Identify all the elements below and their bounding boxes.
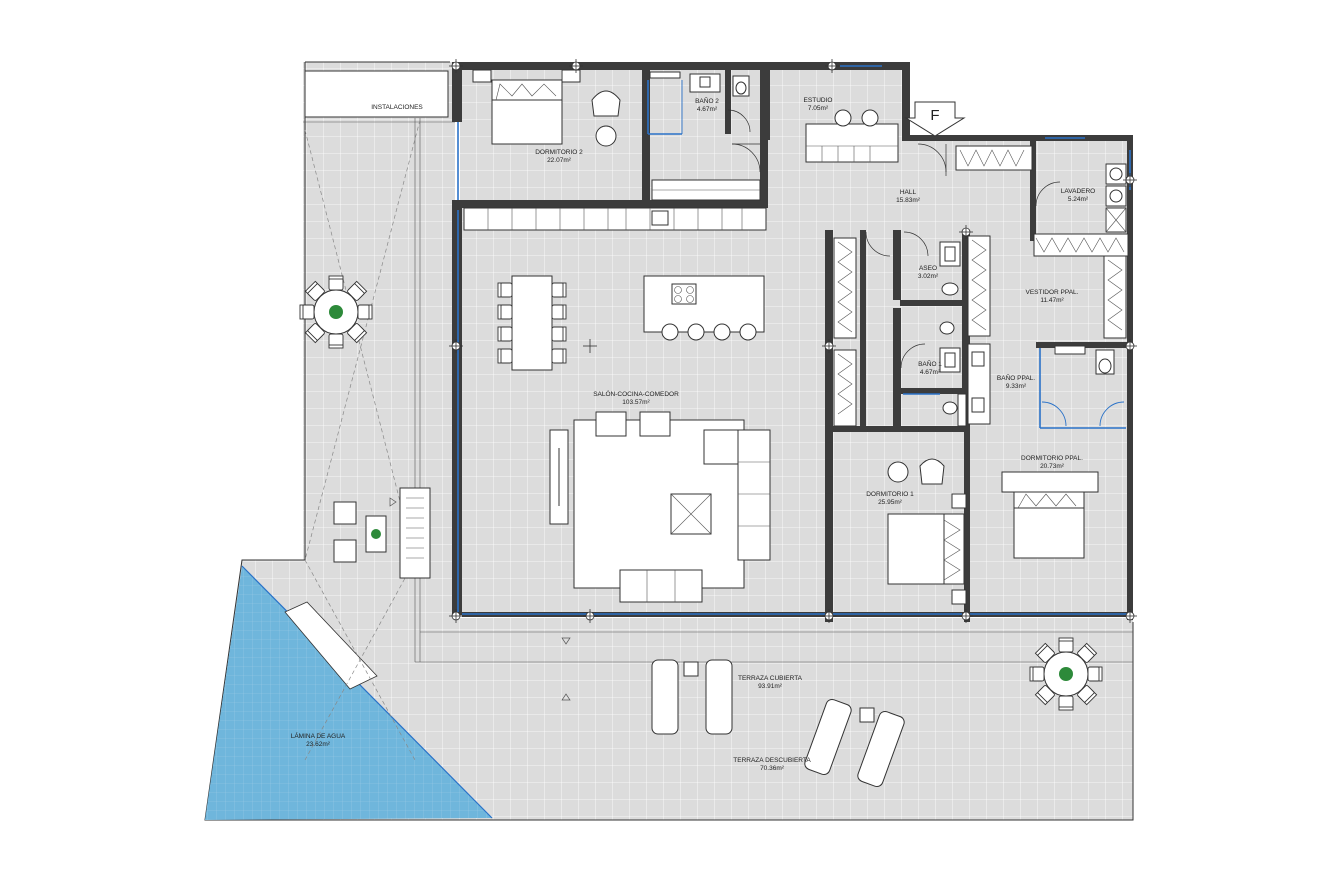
terraza-descubierta-area: 70.36m² [760, 765, 785, 772]
dormitorio2-label: DORMITORIO 2 [535, 149, 583, 156]
estudio-area: 7.05m² [808, 105, 829, 112]
hall-area: 15.83m² [896, 197, 921, 204]
entry-letter: F [930, 107, 939, 124]
plot-boundary [204, 61, 1134, 821]
lavadero-label: LAVADERO [1061, 188, 1095, 195]
hall-label: HALL [900, 189, 917, 196]
corridor-wardrobes [833, 237, 857, 427]
terrace-furniture [299, 275, 1103, 788]
lavadero-area: 5.24m² [1068, 196, 1089, 203]
entry-marker: F [904, 101, 966, 137]
column-markers [449, 59, 1137, 623]
salon-label: SALÓN-COCINA-COMEDOR [593, 389, 679, 398]
hall: HALL 15.83m² [865, 143, 1033, 257]
salon-area: 103.57m² [622, 399, 650, 406]
terraza-descubierta-label: TERRAZA DESCUBIERTA [733, 757, 811, 764]
dormitorio1-label: DORMITORIO 1 [866, 491, 914, 498]
instalaciones-room: INSTALACIONES [304, 70, 449, 118]
banoppal-label: BAÑO PPAL. [997, 373, 1035, 382]
lamina-area: 23.62m² [306, 741, 331, 748]
terrace-labels: TERRAZA CUBIERTA 93.91m² TERRAZA DESCUBI… [733, 675, 811, 772]
dormitorio1-area: 25.95m² [878, 499, 903, 506]
dormitorio-ppal: DORMITORIO PPAL. 20.73m² [1001, 455, 1099, 559]
aseo-area: 3.02m² [918, 273, 939, 280]
bano1-area: 4.67m² [920, 369, 941, 376]
aseo: ASEO 3.02m² [918, 235, 991, 337]
estudio: ESTUDIO 7.05m² [804, 97, 899, 163]
dormitorioppal-label: DORMITORIO PPAL. [1021, 455, 1083, 462]
lamina-label: LÁMINA DE AGUA [291, 731, 346, 740]
water-feature: LÁMINA DE AGUA 23.62m² [205, 565, 493, 820]
vestidor-label: VESTIDOR PPAL. [1026, 289, 1079, 296]
bano-1: BAÑO 1 4.67m² [900, 321, 961, 415]
aseo-label: ASEO [919, 265, 937, 272]
dormitorio2-area: 22.07m² [547, 157, 572, 164]
bano2-area: 4.67m² [697, 106, 718, 113]
vestidor: VESTIDOR PPAL. 11.47m² [1026, 233, 1129, 339]
dormitorio-1: DORMITORIO 1 25.95m² [866, 458, 967, 605]
bano2-label: BAÑO 2 [695, 96, 719, 105]
terraza-cubierta-label: TERRAZA CUBIERTA [738, 675, 803, 682]
dormitorio-2: DORMITORIO 2 22.07m² [472, 69, 761, 201]
instalaciones-label: INSTALACIONES [371, 104, 423, 111]
banoppal-area: 9.33m² [1006, 383, 1027, 390]
glass-walls [457, 65, 1131, 615]
estudio-label: ESTUDIO [804, 97, 833, 104]
terraza-cubierta-area: 93.91m² [758, 683, 783, 690]
bano1-label: BAÑO 1 [918, 359, 942, 368]
lavadero: LAVADERO 5.24m² [1035, 163, 1127, 233]
bano-2: BAÑO 2 4.67m² [647, 71, 751, 135]
dormitorioppal-area: 20.73m² [1040, 463, 1065, 470]
bano-ppal: BAÑO PPAL. 9.33m² [957, 343, 1126, 429]
salon-cocina-comedor: SALÓN-COCINA-COMEDOR 103.57m² [463, 207, 771, 603]
vestidor-area: 11.47m² [1040, 297, 1064, 304]
